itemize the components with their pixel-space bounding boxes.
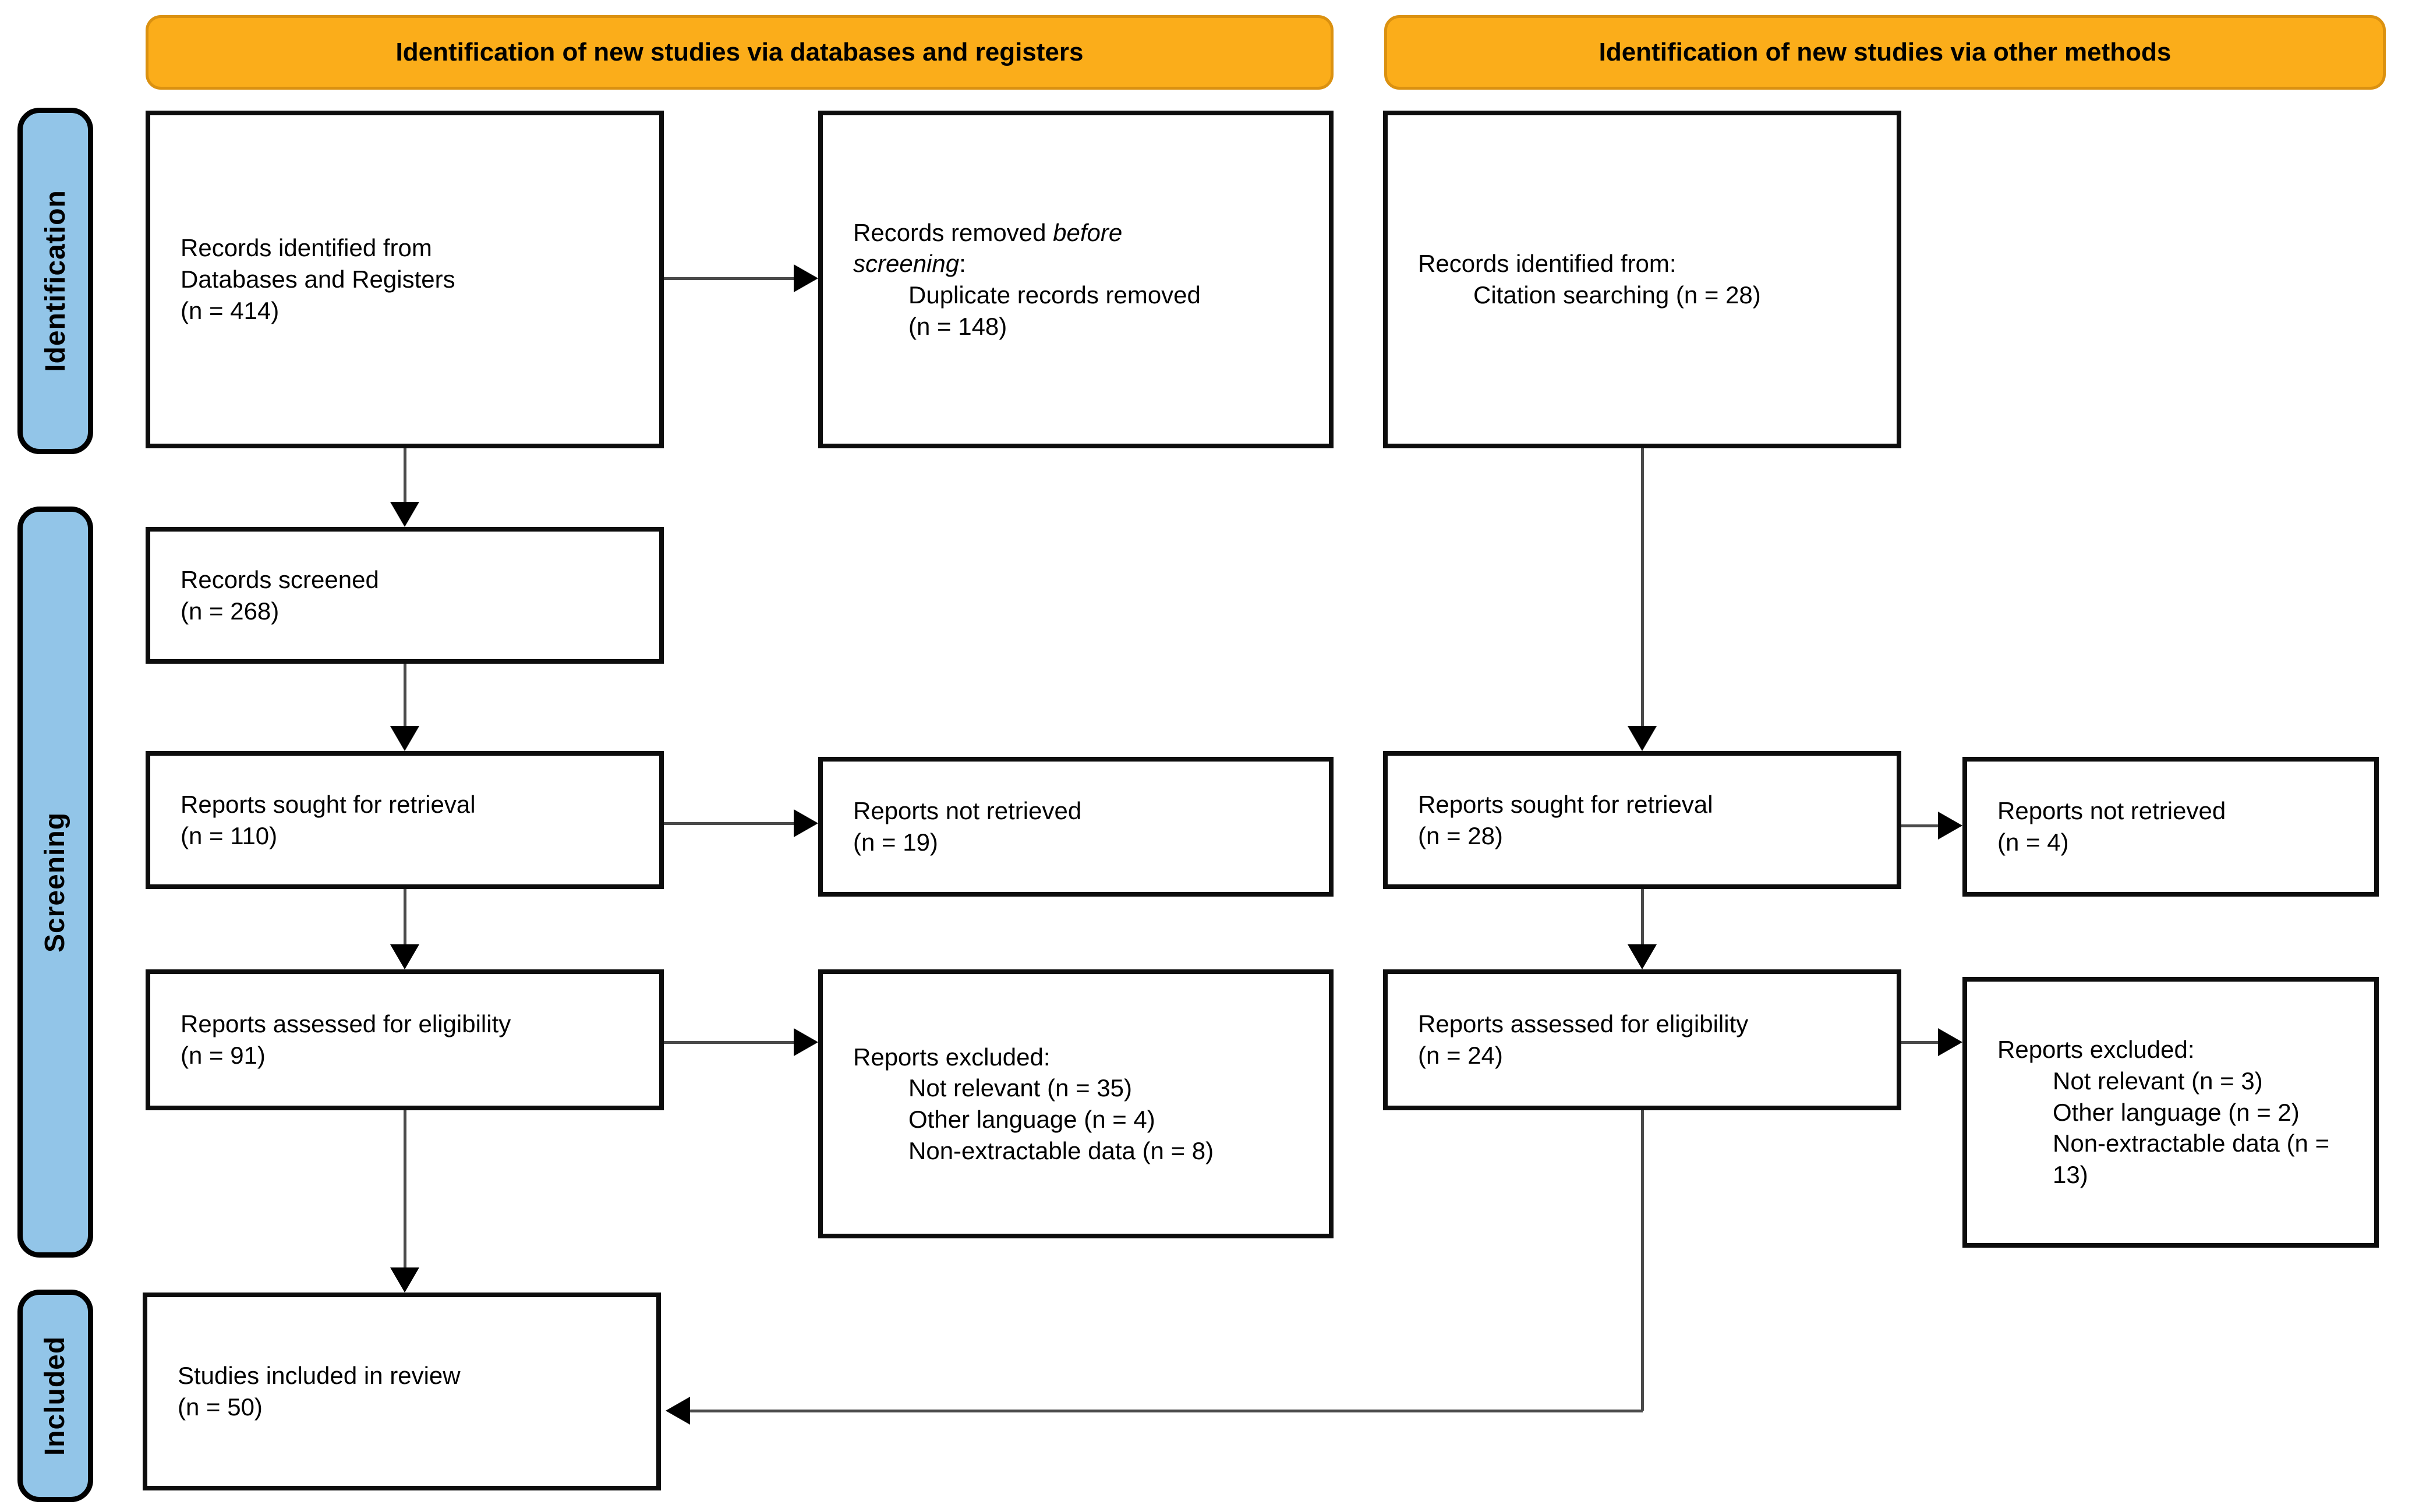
box-reports-not-retrieved-databases: Reports not retrieved (n = 19)	[818, 757, 1334, 897]
box-reports-sought-databases: Reports sought for retrieval (n = 110)	[146, 751, 664, 889]
box-line: (n = 19)	[853, 828, 938, 856]
arrow-down-icon	[390, 944, 419, 969]
box-line-indented: (n = 148)	[908, 312, 1007, 340]
box-reports-sought-other: Reports sought for retrieval (n = 28)	[1383, 751, 1901, 889]
connector-line	[690, 1410, 1643, 1412]
connector-line	[1641, 448, 1644, 727]
stage-identification-label: Identification	[40, 190, 71, 372]
box-line-indented: Non-extractable data (n = 8)	[908, 1136, 1214, 1164]
box-line: (n = 91)	[181, 1042, 266, 1069]
arrow-left-icon	[666, 1397, 690, 1425]
box-line: Records identified from:	[1418, 250, 1677, 278]
stage-screening-label: Screening	[40, 812, 71, 952]
box-reports-excluded-databases: Reports excluded: Not relevant (n = 35) …	[818, 969, 1334, 1238]
connector-line	[664, 822, 794, 825]
box-line: (n = 268)	[181, 597, 280, 625]
box-line: (n = 110)	[181, 821, 278, 849]
connector-line	[1641, 1110, 1644, 1411]
box-line: Reports assessed for eligibility	[181, 1010, 511, 1038]
box-records-identified-databases: Records identified from Databases and Re…	[146, 111, 664, 448]
arrow-right-icon	[794, 1028, 818, 1056]
box-records-removed-before-screening: Records removed before screening: Duplic…	[818, 111, 1334, 448]
box-line: screening:	[853, 250, 966, 278]
box-line: Databases and Registers	[181, 265, 455, 293]
arrow-down-icon	[390, 1267, 419, 1293]
connector-line	[1641, 889, 1644, 945]
box-reports-not-retrieved-other: Reports not retrieved (n = 4)	[1962, 757, 2379, 897]
arrow-right-icon	[794, 264, 818, 292]
arrow-right-icon	[794, 809, 818, 837]
box-line: Reports not retrieved	[853, 797, 1082, 825]
banner-databases-registers: Identification of new studies via databa…	[146, 15, 1334, 90]
arrow-right-icon	[1938, 1028, 1962, 1056]
box-line: Reports sought for retrieval	[1418, 790, 1713, 818]
box-line: Reports sought for retrieval	[181, 790, 476, 818]
box-line: (n = 414)	[181, 296, 280, 324]
box-line: (n = 50)	[178, 1393, 263, 1421]
box-line: (n = 28)	[1418, 821, 1503, 849]
box-records-identified-citation: Records identified from: Citation search…	[1383, 111, 1901, 448]
box-line: (n = 4)	[1997, 828, 2069, 856]
box-line-indented: Other language (n = 4)	[908, 1106, 1155, 1133]
banner-other-methods-label: Identification of new studies via other …	[1598, 38, 2171, 66]
arrow-right-icon	[1938, 812, 1962, 840]
box-reports-excluded-other: Reports excluded: Not relevant (n = 3) O…	[1962, 977, 2379, 1248]
banner-other-methods: Identification of new studies via other …	[1384, 15, 2386, 90]
box-line: Reports not retrieved	[1997, 797, 2226, 825]
connector-line	[1901, 1041, 1938, 1044]
arrow-down-icon	[390, 502, 419, 527]
banner-databases-registers-label: Identification of new studies via databa…	[395, 38, 1084, 66]
box-reports-assessed-databases: Reports assessed for eligibility (n = 91…	[146, 969, 664, 1110]
stage-included: Included	[17, 1290, 93, 1502]
connector-line	[404, 1110, 406, 1268]
box-studies-included: Studies included in review (n = 50)	[143, 1293, 661, 1490]
box-line: Reports excluded:	[1997, 1036, 2195, 1064]
box-line: Records removed before	[853, 218, 1123, 246]
box-line-indented: Not relevant (n = 3)	[2053, 1067, 2263, 1095]
box-reports-assessed-other: Reports assessed for eligibility (n = 24…	[1383, 969, 1901, 1110]
stage-included-label: Included	[40, 1336, 71, 1456]
arrow-down-icon	[1628, 726, 1657, 751]
box-records-screened: Records screened (n = 268)	[146, 527, 664, 664]
box-line: (n = 24)	[1418, 1042, 1503, 1069]
box-line-indented: Duplicate records removed	[908, 281, 1201, 309]
stage-screening: Screening	[17, 507, 93, 1258]
box-line: Studies included in review	[178, 1362, 461, 1390]
box-line-indented: Other language (n = 2)	[2053, 1098, 2300, 1126]
box-line: Reports excluded:	[853, 1043, 1051, 1071]
connector-line	[664, 1041, 794, 1044]
arrow-down-icon	[1628, 944, 1657, 969]
connector-line	[404, 889, 406, 945]
connector-line	[664, 277, 794, 280]
arrow-down-icon	[390, 726, 419, 751]
box-line: Reports assessed for eligibility	[1418, 1010, 1749, 1038]
connector-line	[404, 664, 406, 727]
box-line-indented: Citation searching (n = 28)	[1473, 281, 1761, 309]
box-line-indented: Not relevant (n = 35)	[908, 1074, 1133, 1102]
connector-line	[1901, 824, 1938, 827]
box-line: Records screened	[181, 565, 379, 593]
box-line: Records identified from	[181, 234, 432, 262]
connector-line	[404, 448, 406, 502]
box-line-indented: Non-extractable data (n = 13)	[2053, 1129, 2330, 1189]
stage-identification: Identification	[17, 108, 93, 454]
